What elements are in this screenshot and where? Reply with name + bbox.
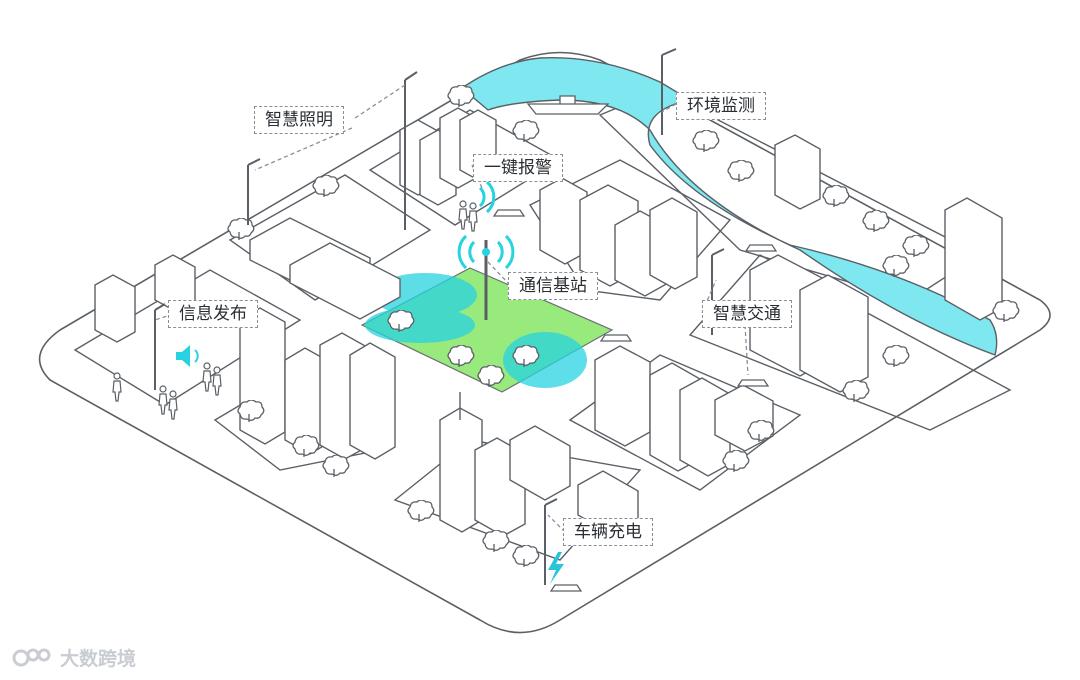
base-station-label: 通信基站 bbox=[508, 272, 598, 300]
smart-lighting-label: 智慧照明 bbox=[254, 106, 344, 134]
watermark-text: 大数跨境 bbox=[60, 644, 136, 671]
info-release-label: 信息发布 bbox=[168, 300, 258, 328]
one-key-alarm-label: 一键报警 bbox=[473, 154, 563, 182]
watermark-logo-icon bbox=[12, 646, 54, 670]
watermark: 大数跨境 bbox=[12, 644, 136, 671]
environment-monitoring-label: 环境监测 bbox=[676, 92, 766, 120]
smart-traffic-label: 智慧交通 bbox=[702, 300, 792, 328]
vehicle-charging-label: 车辆充电 bbox=[563, 518, 653, 546]
